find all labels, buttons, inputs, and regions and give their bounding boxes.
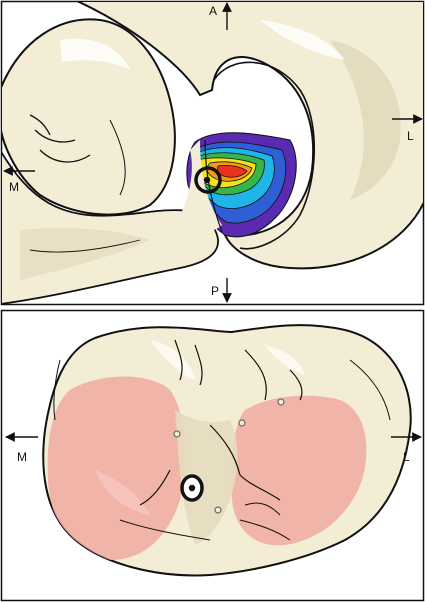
highlight-1 — [150, 340, 195, 380]
posterior-lines — [119, 519, 291, 541]
posterior-notch — [244, 502, 281, 516]
lateral-condyle — [76, 2, 423, 270]
intercondylar-rim — [213, 61, 316, 250]
target-marker-top — [194, 166, 222, 194]
tibial-spine — [175, 410, 238, 545]
lateral-label-bottom: L — [403, 450, 410, 464]
rim-line-1 — [53, 359, 61, 421]
bottom-panel: M L — [0, 309, 425, 602]
medial-label-top: M — [9, 180, 19, 194]
landmark-point-3 — [277, 398, 285, 406]
anterior-notch-lines — [174, 339, 203, 386]
heat-map-edge — [204, 139, 223, 233]
anterior-label: A — [209, 4, 217, 18]
highlight-2 — [265, 345, 305, 375]
heat-map — [186, 132, 297, 238]
landmark-point-4 — [214, 506, 222, 514]
landmark-point-2 — [238, 419, 246, 427]
highlight-3 — [95, 470, 150, 515]
lateral-edge-line — [349, 359, 391, 421]
landmark-point-1 — [173, 430, 181, 438]
bone-shading-3 — [20, 228, 150, 280]
bone-shading-4 — [260, 20, 345, 60]
medial-condyle — [2, 18, 176, 216]
shaft-line — [29, 239, 141, 253]
bone-shading-2 — [60, 38, 130, 70]
medial-condyle-line — [109, 119, 126, 196]
medial-label-bottom: M — [17, 450, 27, 464]
lateral-rim-lines — [244, 349, 303, 401]
medial-cartilage — [47, 376, 186, 560]
top-panel: A P M L — [0, 0, 425, 306]
target-marker-bottom — [180, 474, 204, 502]
lateral-label-top: L — [407, 129, 414, 143]
medial-condyle-texture — [29, 114, 91, 163]
posterior-label: P — [211, 284, 219, 298]
spine-lines — [139, 424, 281, 506]
bone-shading-1 — [330, 40, 401, 200]
lateral-cartilage — [231, 395, 367, 546]
